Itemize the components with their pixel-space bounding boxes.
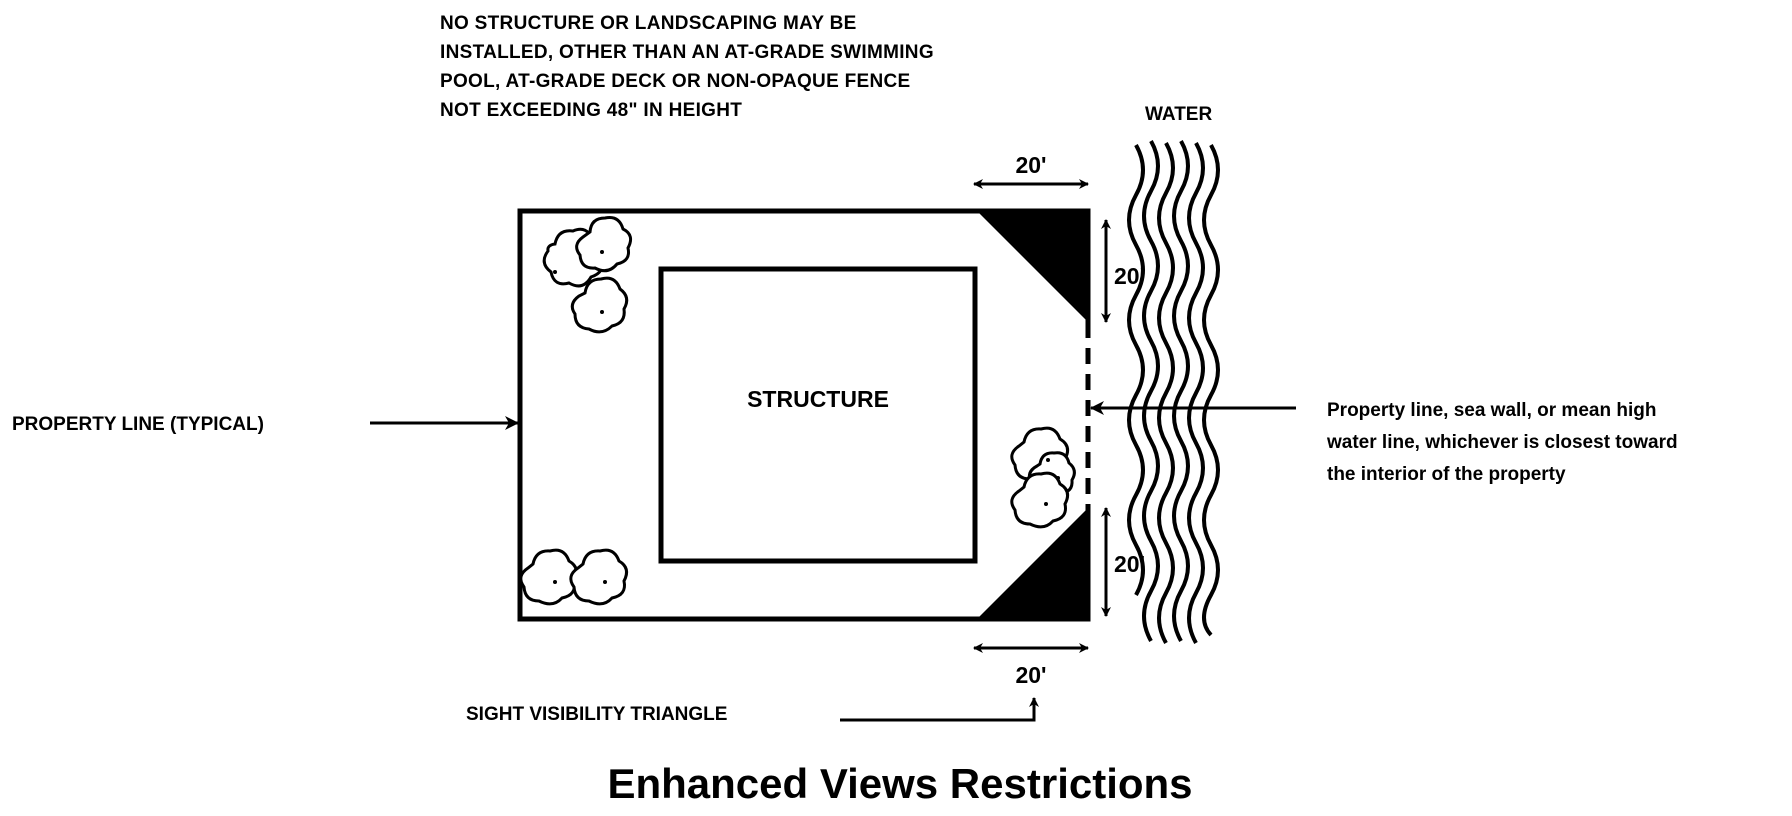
water-waves — [1127, 140, 1220, 644]
restriction-note-line-3: POOL, AT-GRADE DECK OR NON-OPAQUE FENCE — [440, 71, 911, 92]
shrub-icon — [569, 548, 629, 606]
wave-line — [1202, 144, 1220, 637]
shrub-cluster-right — [1010, 426, 1076, 529]
property-line-label: PROPERTY LINE (TYPICAL) — [12, 414, 264, 435]
restriction-note-line-2: INSTALLED, OTHER THAN AN AT-GRADE SWIMMI… — [440, 42, 934, 63]
shrub-cluster-top-left — [542, 216, 633, 334]
shrub-icon — [1010, 471, 1070, 529]
dimension-label-right-upper: 20' — [1114, 263, 1145, 289]
water-label: WATER — [1145, 104, 1212, 125]
waterfront-line-label-3: the interior of the property — [1327, 464, 1566, 485]
restriction-note-line-4: NOT EXCEEDING 48" IN HEIGHT — [440, 100, 742, 121]
structure-box — [658, 266, 978, 564]
shrub-icon — [519, 548, 579, 606]
sight-triangle-lower — [977, 508, 1088, 619]
wave-line — [1172, 140, 1190, 642]
diagram-title: Enhanced Views Restrictions — [607, 760, 1192, 807]
sight-triangle-pointer-arrow — [840, 697, 1039, 722]
shrub-icon — [575, 216, 633, 273]
wave-line — [1142, 140, 1160, 642]
sight-triangle-label: SIGHT VISIBILITY TRIANGLE — [466, 704, 727, 725]
shrub-icon — [570, 276, 629, 334]
dimension-label-top: 20' — [1015, 152, 1046, 178]
waterfront-line-label-2: water line, whichever is closest toward — [1326, 432, 1678, 453]
structure-label: STRUCTURE — [747, 386, 889, 412]
dimension-label-bottom: 20' — [1015, 662, 1046, 688]
wave-line — [1187, 142, 1205, 644]
dimension-label-right-lower: 20' — [1114, 551, 1145, 577]
shrub-cluster-bottom-left — [519, 548, 629, 606]
sight-triangle-upper — [977, 211, 1088, 322]
wave-line — [1157, 142, 1175, 644]
restriction-note-line-1: NO STRUCTURE OR LANDSCAPING MAY BE — [440, 13, 857, 34]
waterfront-line-label-1: Property line, sea wall, or mean high — [1327, 400, 1656, 421]
wave-line — [1127, 144, 1145, 596]
